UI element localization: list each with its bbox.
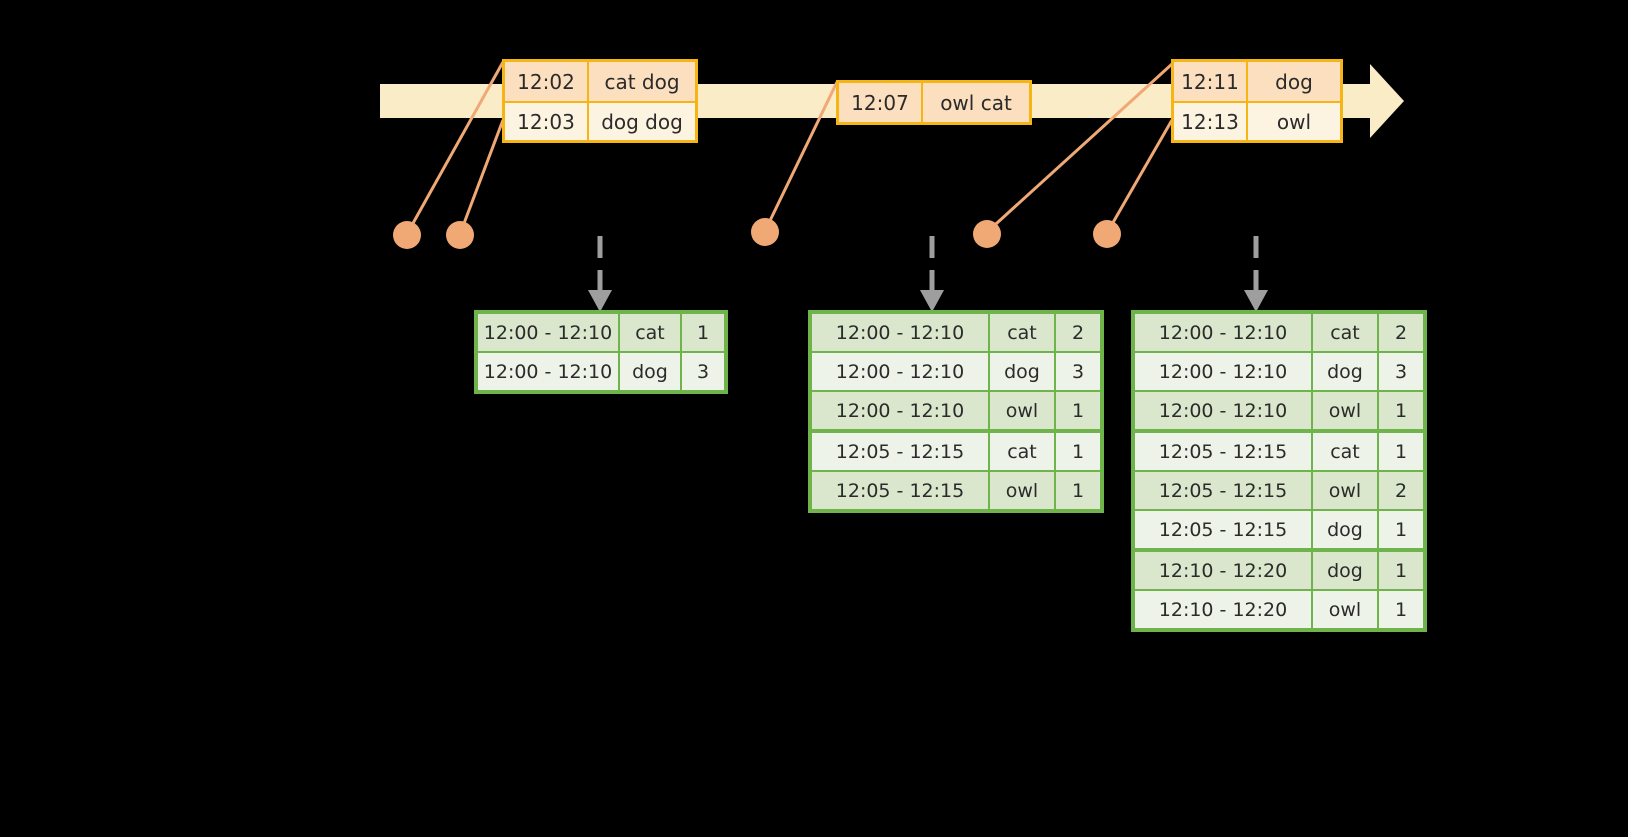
cell-word: dog (990, 353, 1054, 390)
cell-count: 3 (1056, 353, 1100, 390)
cell-count: 2 (1056, 314, 1100, 351)
event-row[interactable]: 12:07 owl cat (839, 83, 1029, 122)
event-group-3[interactable]: 12:11 dog 12:13 owl (1171, 59, 1343, 143)
cell-word: dog (620, 353, 680, 390)
cell-count: 1 (1379, 511, 1423, 548)
cell-count: 1 (1379, 433, 1423, 470)
cell-window: 12:00 - 12:10 (1135, 392, 1311, 429)
table-row[interactable]: 12:00 - 12:10 owl 1 (812, 392, 1100, 429)
cell-word: cat (620, 314, 680, 351)
table-row[interactable]: 12:05 - 12:15 cat 1 (1135, 433, 1423, 470)
event-time: 12:11 (1174, 62, 1246, 101)
event-time: 12:02 (505, 62, 587, 101)
cell-word: cat (1313, 433, 1377, 470)
cell-window: 12:00 - 12:10 (812, 314, 988, 351)
event-group-1[interactable]: 12:02 cat dog 12:03 dog dog (502, 59, 698, 143)
event-group-2[interactable]: 12:07 owl cat (836, 80, 1032, 125)
cell-count: 2 (1379, 472, 1423, 509)
cell-word: owl (1313, 472, 1377, 509)
event-row[interactable]: 12:03 dog dog (505, 101, 695, 140)
cell-count: 1 (682, 314, 724, 351)
cell-count: 1 (1056, 392, 1100, 429)
cell-count: 1 (1379, 552, 1423, 589)
cell-window: 12:05 - 12:15 (1135, 433, 1311, 470)
event-time: 12:07 (839, 83, 921, 122)
cell-count: 3 (1379, 353, 1423, 390)
cell-word: cat (990, 433, 1054, 470)
table-row[interactable]: 12:00 - 12:10 cat 2 (1135, 314, 1423, 351)
cell-window: 12:05 - 12:15 (812, 433, 988, 470)
event-dot-3 (751, 218, 779, 246)
table-row[interactable]: 12:00 - 12:10 owl 1 (1135, 392, 1423, 429)
result-table-3[interactable]: 12:00 - 12:10 cat 2 12:00 - 12:10 dog 3 … (1131, 310, 1427, 632)
cell-window: 12:10 - 12:20 (1135, 552, 1311, 589)
cell-window: 12:00 - 12:10 (478, 314, 618, 351)
cell-window: 12:05 - 12:15 (1135, 472, 1311, 509)
table-row[interactable]: 12:10 - 12:20 owl 1 (1135, 591, 1423, 628)
cell-word: cat (990, 314, 1054, 351)
cell-word: dog (1313, 552, 1377, 589)
cell-window: 12:00 - 12:10 (812, 392, 988, 429)
event-dot-2 (446, 221, 474, 249)
table-row[interactable]: 12:00 - 12:10 cat 1 (478, 314, 724, 351)
result-table-2[interactable]: 12:00 - 12:10 cat 2 12:00 - 12:10 dog 3 … (808, 310, 1104, 513)
result-table-1[interactable]: 12:00 - 12:10 cat 1 12:00 - 12:10 dog 3 (474, 310, 728, 394)
cell-word: owl (990, 472, 1054, 509)
cell-word: owl (1313, 392, 1377, 429)
cell-count: 3 (682, 353, 724, 390)
emit-arrow-3 (1244, 236, 1268, 312)
table-row[interactable]: 12:05 - 12:15 owl 1 (812, 472, 1100, 509)
table-row[interactable]: 12:10 - 12:20 dog 1 (1135, 552, 1423, 589)
table-row[interactable]: 12:00 - 12:10 dog 3 (812, 353, 1100, 390)
cell-window: 12:05 - 12:15 (1135, 511, 1311, 548)
table-row[interactable]: 12:00 - 12:10 cat 2 (812, 314, 1100, 351)
event-words: dog (1246, 62, 1340, 101)
cell-window: 12:00 - 12:10 (1135, 314, 1311, 351)
cell-word: dog (1313, 511, 1377, 548)
cell-count: 1 (1379, 392, 1423, 429)
cell-count: 2 (1379, 314, 1423, 351)
cell-word: owl (1313, 591, 1377, 628)
cell-count: 1 (1056, 433, 1100, 470)
cell-count: 1 (1056, 472, 1100, 509)
event-dot-1 (393, 221, 421, 249)
cell-window: 12:00 - 12:10 (812, 353, 988, 390)
cell-word: dog (1313, 353, 1377, 390)
table-row[interactable]: 12:05 - 12:15 cat 1 (812, 433, 1100, 470)
cell-count: 1 (1379, 591, 1423, 628)
event-words: dog dog (587, 103, 695, 140)
emit-arrow-1 (588, 236, 612, 312)
cell-window: 12:05 - 12:15 (812, 472, 988, 509)
event-row[interactable]: 12:11 dog (1174, 62, 1340, 101)
event-words: owl (1246, 103, 1340, 140)
event-row[interactable]: 12:13 owl (1174, 101, 1340, 140)
table-row[interactable]: 12:00 - 12:10 dog 3 (1135, 353, 1423, 390)
event-dots (393, 218, 1121, 249)
cell-window: 12:00 - 12:10 (1135, 353, 1311, 390)
event-dot-5 (1093, 220, 1121, 248)
emit-arrow-2 (920, 236, 944, 312)
table-row[interactable]: 12:00 - 12:10 dog 3 (478, 353, 724, 390)
event-time: 12:13 (1174, 103, 1246, 140)
cell-word: owl (990, 392, 1054, 429)
emit-arrows (588, 236, 1268, 312)
event-dot-4 (973, 220, 1001, 248)
event-words: owl cat (921, 83, 1029, 122)
event-words: cat dog (587, 62, 695, 101)
table-row[interactable]: 12:05 - 12:15 dog 1 (1135, 511, 1423, 548)
event-time: 12:03 (505, 103, 587, 140)
cell-window: 12:00 - 12:10 (478, 353, 618, 390)
event-row[interactable]: 12:02 cat dog (505, 62, 695, 101)
cell-window: 12:10 - 12:20 (1135, 591, 1311, 628)
table-row[interactable]: 12:05 - 12:15 owl 2 (1135, 472, 1423, 509)
cell-word: cat (1313, 314, 1377, 351)
